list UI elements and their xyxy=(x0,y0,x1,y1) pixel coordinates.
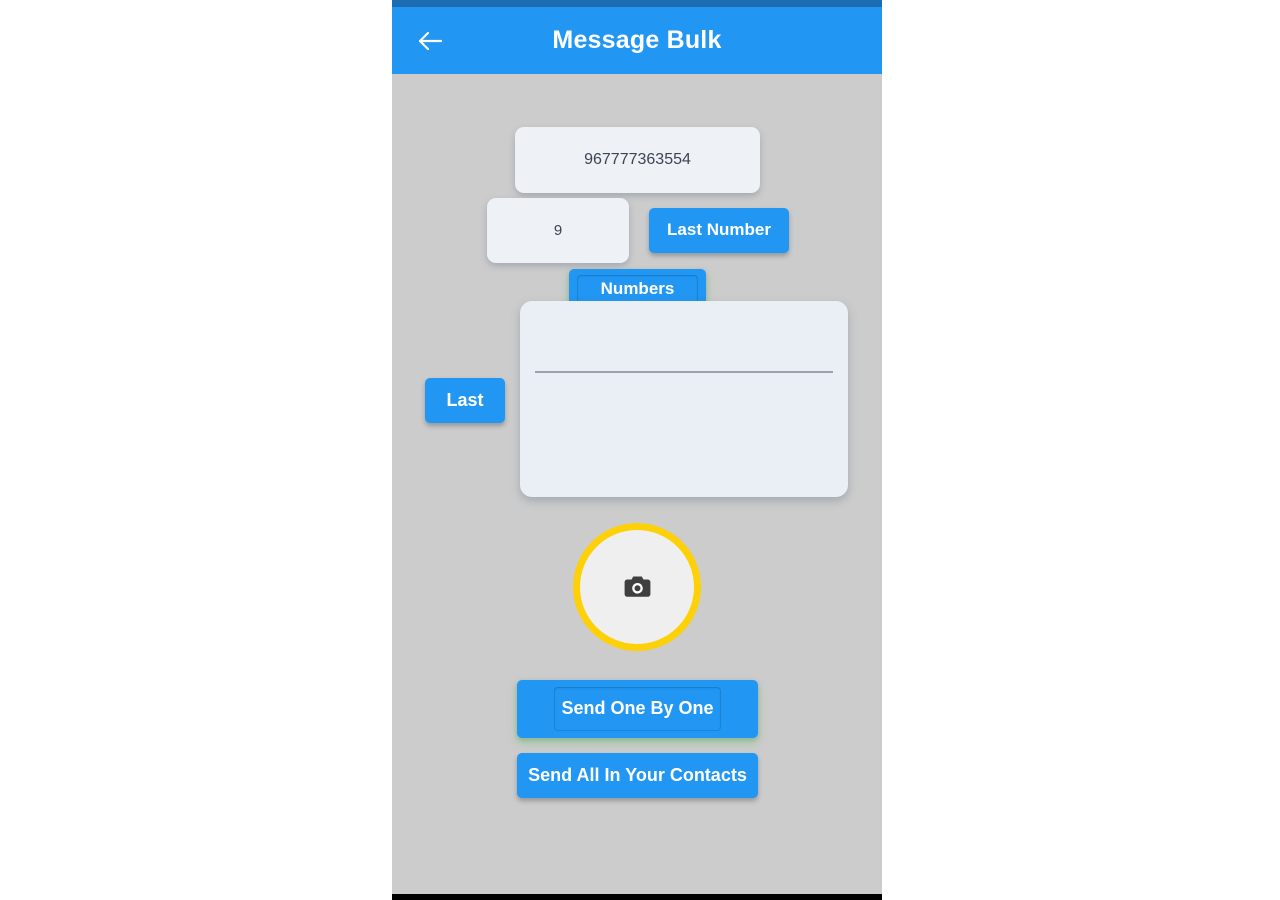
last-button[interactable]: Last xyxy=(425,378,505,423)
camera-icon xyxy=(624,575,651,599)
page-title: Message Bulk xyxy=(552,26,722,54)
last-number-button[interactable]: Last Number xyxy=(649,208,789,253)
message-input-card xyxy=(520,301,848,497)
phone-device-frame: Message Bulk Last Number Numbers Generat… xyxy=(392,0,882,900)
phone-number-input[interactable] xyxy=(515,127,760,193)
status-bar xyxy=(392,0,882,7)
message-textarea[interactable] xyxy=(535,315,833,373)
send-all-in-contacts-button[interactable]: Send All In Your Contacts xyxy=(517,753,758,798)
arrow-left-icon xyxy=(417,30,443,52)
number-count-input[interactable] xyxy=(487,198,629,263)
send-one-by-one-button[interactable]: Send One By One xyxy=(517,680,758,738)
send-one-by-one-label: Send One By One xyxy=(561,698,714,719)
camera-attach-button[interactable] xyxy=(573,523,701,651)
back-arrow-button[interactable] xyxy=(410,21,450,61)
app-bar: Message Bulk xyxy=(392,7,882,74)
navigation-bar xyxy=(392,894,882,900)
